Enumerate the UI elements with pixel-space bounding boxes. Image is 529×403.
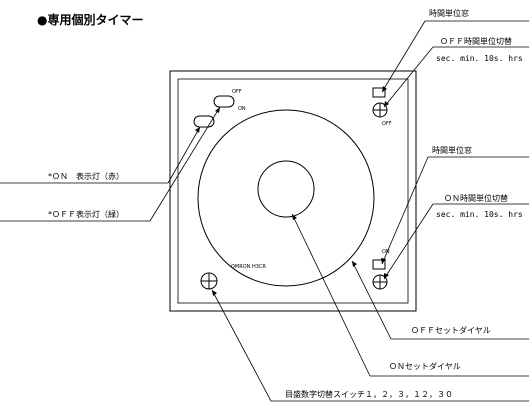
callout-on-lamp: *ＯＮ 表示灯（赤） (48, 171, 124, 181)
callout-off-time-switch-units: sec. min. 10s. hrs (436, 54, 523, 63)
off-time-unit-window (372, 87, 386, 98)
leader-off-time-window (381, 20, 426, 93)
callout-on-time-switch-units: sec. min. 10s. hrs (436, 210, 523, 219)
leader-off-dial (351, 260, 392, 340)
callout-scale-switch: 目盛数字切替スイッチ１，２，３，１２，３０ (285, 389, 453, 399)
diagram-title: ●専用個別タイマー (37, 12, 143, 27)
leader-off-lamp (149, 106, 221, 222)
leader-scale-switch (211, 289, 272, 402)
panel-on-text: ON (238, 106, 246, 112)
scale-digit-switch (200, 272, 218, 290)
panel-off-text: OFF (232, 89, 242, 95)
callout-off-lamp: *ＯＦＦ表示灯（緑） (48, 209, 124, 219)
callout-on-dial: ＯＮセットダイヤル (389, 361, 461, 371)
leader-on-time-window (381, 156, 429, 265)
leader-on-time-switch (383, 203, 434, 280)
panel-off-unit-text: OFF (382, 121, 392, 127)
on-set-dial (257, 160, 315, 218)
on-time-unit-switch (372, 274, 388, 290)
leader-arrowheads (195, 86, 389, 296)
off-indicator-lamp (213, 95, 235, 108)
off-time-unit-switch (372, 102, 388, 118)
panel-outer-frame (169, 70, 417, 312)
callout-off-dial: ＯＦＦセットダイヤル (411, 325, 491, 335)
leader-off-time-switch (383, 46, 434, 108)
callout-off-time-switch: ＯＦＦ時間単位切替 (440, 36, 512, 46)
on-time-unit-window (372, 259, 386, 270)
panel-brand-text: OMRON H3CR (231, 264, 266, 270)
callout-off-time-window: 時間単位窓 (429, 8, 469, 18)
on-indicator-lamp (193, 115, 215, 128)
off-set-dial (197, 109, 375, 287)
panel-inner-frame (177, 78, 409, 304)
leader-on-dial (291, 213, 371, 377)
callout-on-time-window: 時間単位窓 (432, 145, 472, 155)
leader-on-lamp (167, 126, 201, 184)
panel-on-unit-text: ON (382, 249, 390, 255)
callout-on-time-switch: ＯＮ時間単位切替 (444, 193, 508, 203)
